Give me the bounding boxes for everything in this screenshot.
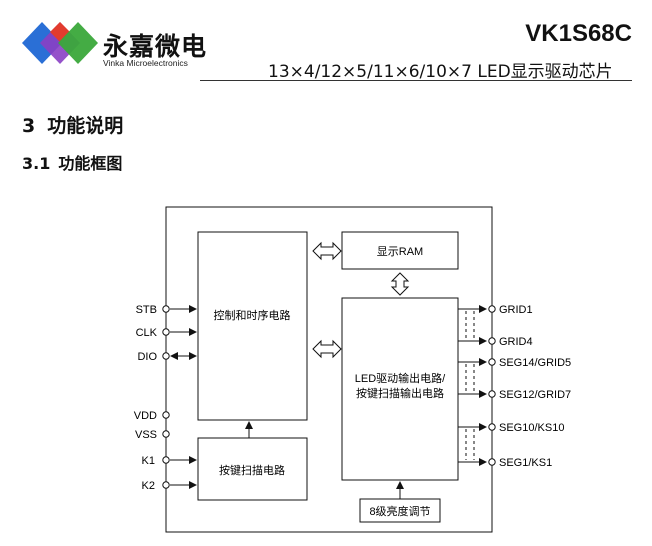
pin-seg10-ks10 — [488, 423, 496, 431]
pin-label-grid4: GRID4 — [499, 336, 533, 348]
pin-seg1-ks1 — [488, 458, 496, 466]
control-timing-block — [197, 231, 308, 421]
pin-clk — [162, 328, 170, 336]
led-driver-label-line1: LED驱动输出电路/ — [355, 371, 446, 385]
pin-seg14-grid5 — [488, 358, 496, 366]
section-number: 3 — [22, 115, 36, 137]
section-number: 3.1 — [22, 154, 51, 173]
left-pins: STB CLK DIO VDD VSS K1 K2 — [134, 304, 197, 492]
display-ram-block — [341, 231, 459, 270]
key-scan-label: 按键扫描电路 — [219, 463, 285, 477]
led-driver-label-line2: 按键扫描输出电路 — [356, 386, 444, 400]
logo-company-name-en: Vinka Microelectronics — [103, 58, 188, 68]
control-ram-double-arrow — [312, 241, 342, 261]
vinka-logo-icon — [22, 22, 98, 64]
led-driver-block — [341, 297, 459, 481]
key-scan-block — [197, 437, 308, 501]
pin-grid4 — [488, 337, 496, 345]
pin-seg12-grid7 — [488, 390, 496, 398]
pin-label-seg10-ks10: SEG10/KS10 — [499, 422, 564, 434]
control-timing-label: 控制和时序电路 — [214, 308, 291, 322]
pin-label-grid1: GRID1 — [499, 304, 533, 316]
part-number: VK1S68C — [525, 20, 632, 47]
ram-driver-double-arrow — [390, 272, 410, 296]
pin-label-clk: CLK — [136, 327, 158, 339]
pin-stb — [162, 305, 170, 313]
pin-k1 — [162, 456, 170, 464]
display-ram-label: 显示RAM — [377, 245, 423, 258]
section-title: 功能框图 — [58, 154, 123, 173]
brightness-label: 8级亮度调节 — [369, 504, 430, 518]
section-title: 功能说明 — [47, 115, 124, 137]
pin-label-vss: VSS — [135, 429, 157, 441]
pin-label-k1: K1 — [142, 455, 155, 467]
pin-label-seg1-ks1: SEG1/KS1 — [499, 457, 552, 469]
pin-label-k2: K2 — [142, 480, 155, 492]
pin-label-stb: STB — [136, 304, 157, 316]
header-rule — [200, 80, 632, 81]
pin-label-seg12-grid7: SEG12/GRID7 — [499, 389, 571, 401]
control-driver-double-arrow — [312, 339, 342, 359]
logo-diamond-green — [58, 22, 98, 64]
pin-dio — [162, 352, 170, 360]
pin-grid1 — [488, 305, 496, 313]
pin-vdd — [162, 411, 170, 419]
section-heading-3-1: 3.1 功能框图 — [22, 150, 122, 174]
pin-label-vdd: VDD — [134, 410, 157, 422]
pin-label-seg14-grid5: SEG14/GRID5 — [499, 357, 571, 369]
chip-outline — [165, 206, 493, 533]
dio-out-arrowhead — [170, 352, 178, 360]
section-heading-3: 3 功能说明 — [22, 111, 123, 138]
right-pins: GRID1 GRID4 SEG14/GRID5 SEG12/GRID7 SEG1… — [458, 304, 571, 469]
pin-label-dio: DIO — [137, 351, 157, 363]
logo-company-name-cn: 永嘉微电 — [103, 32, 208, 61]
pin-vss — [162, 430, 170, 438]
pin-k2 — [162, 481, 170, 489]
document-subtitle: 13×4/12×5/11×6/10×7 LED显示驱动芯片 — [268, 62, 613, 82]
